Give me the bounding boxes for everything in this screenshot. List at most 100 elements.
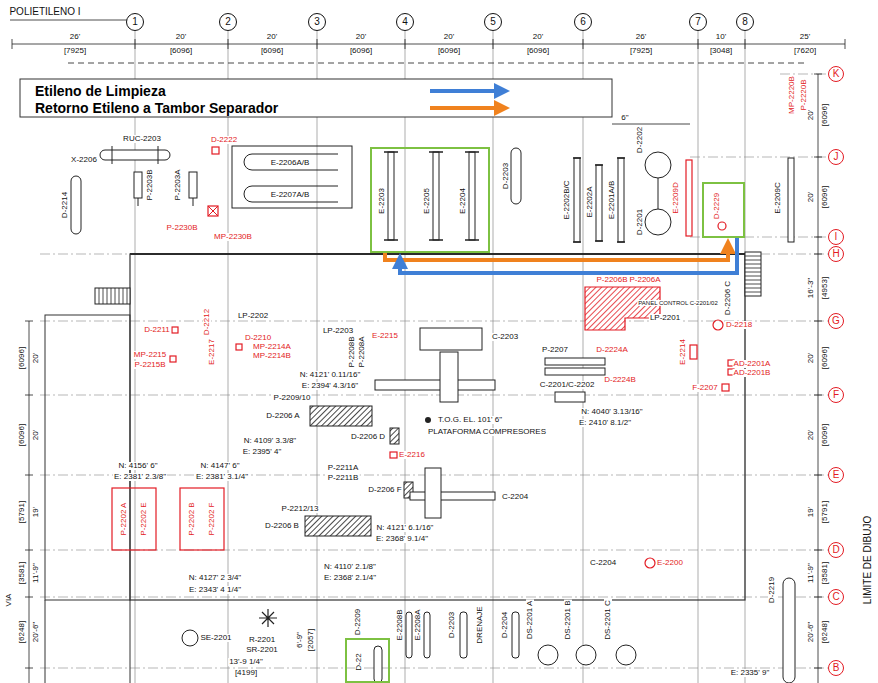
- dimension-text: [3048]: [709, 47, 733, 55]
- new-equipment-tag: E-2200: [656, 559, 684, 567]
- dimension-text: 26': [69, 33, 81, 41]
- equipment-tag: N: 4121' 6.1/16": [376, 524, 435, 532]
- dryer-symbol: [538, 645, 558, 665]
- grid-bubble: J: [828, 149, 844, 165]
- equipment-tag: E: 2368' 9.1/4": [375, 535, 429, 543]
- equipment-tag: P-2207: [541, 346, 569, 354]
- equipment-tag: D-2209: [354, 608, 362, 636]
- equipment-tag: P-2212/13: [281, 505, 320, 513]
- equipment-tag: D-2206 C: [724, 280, 732, 316]
- dimension-text: 20': [532, 33, 544, 41]
- grid-bubble: 3: [308, 13, 326, 31]
- grid-bubble: 8: [736, 13, 754, 31]
- equipment-tag: N: 4127' 2 3/4": [188, 574, 242, 582]
- equipment-tag: E-2205: [423, 187, 431, 215]
- new-equipment-tag: P-2206A: [628, 276, 661, 284]
- new-equipment-tag: P-2202 E: [140, 501, 148, 536]
- exchanger-symbol: [788, 158, 794, 242]
- dimension-text: 20': [355, 33, 367, 41]
- equipment-tag: E: 2343' 4 1/4": [188, 586, 242, 594]
- vessel-symbol: [460, 612, 467, 658]
- compressor-body: [555, 392, 585, 402]
- equipment-tag: X-2206: [70, 156, 98, 164]
- equipment-tag: D-2202: [636, 126, 644, 154]
- dimension-text: 19': [807, 506, 815, 518]
- legend-arrow: [430, 106, 494, 110]
- compressor-cylinder: [440, 352, 458, 402]
- equipment-tag: D-2206 B: [264, 522, 300, 530]
- equipment-tag: E-2209C: [774, 181, 782, 215]
- new-equipment-symbol: [170, 356, 176, 362]
- dimension-text: 19': [32, 506, 40, 518]
- dimension-text: 20': [266, 33, 278, 41]
- dimension-text: 20': [807, 429, 815, 441]
- dimension-text: 20': [443, 33, 455, 41]
- new-exchanger-symbol: [690, 345, 697, 359]
- dimension-text: [6096]: [349, 47, 373, 55]
- equipment-tag: R-2201: [248, 636, 276, 644]
- stair-symbol: [95, 288, 130, 304]
- dimension-text: [6096]: [821, 346, 829, 370]
- exchanger-symbol: [596, 165, 602, 241]
- exchanger-symbol: [469, 152, 475, 240]
- equipment-tag: D-2203: [448, 611, 456, 639]
- equipment-tag: P-2203A: [174, 168, 182, 201]
- drum-symbol: [645, 152, 671, 178]
- grid-id: 3: [314, 17, 320, 27]
- equipment-tag: DS-2201 A: [526, 600, 534, 641]
- flow-arrow: [385, 253, 728, 260]
- drum-link: [658, 178, 659, 209]
- grid-id: 7: [695, 17, 701, 27]
- equipment-tag: T.O.G. EL. 101' 6": [437, 416, 503, 424]
- grid-id: H: [832, 249, 839, 259]
- legend-arrow: [430, 89, 494, 93]
- equipment-tag: D-2203: [502, 162, 510, 190]
- grid-id: C: [832, 592, 839, 602]
- dryer-symbol: [616, 645, 636, 665]
- dimension-text: 20': [175, 33, 187, 41]
- dimension-text: [3581]: [821, 561, 829, 585]
- equipment-tag: N: 4110' 2.1/8": [323, 563, 377, 571]
- equipment-tag: E: 2410' 8.1/2": [578, 419, 632, 427]
- grid-bubble: B: [828, 660, 844, 676]
- dimension-text: [3581]: [18, 561, 26, 585]
- dimension-text: [5791]: [18, 500, 26, 524]
- equipment-tag: E-2204: [459, 187, 467, 215]
- exchanger-area: [232, 146, 352, 208]
- new-equipment-tag: P-2215B: [133, 361, 166, 369]
- grid-id: 4: [402, 17, 408, 27]
- equipment-tag: C-2203: [491, 333, 519, 341]
- new-equipment-tag: D-2218: [725, 321, 753, 329]
- equipment-tag: LP-2203: [322, 327, 354, 335]
- new-pump-box: [112, 488, 156, 550]
- equipment-tag: DS-2201 B: [564, 599, 572, 640]
- exchanger-flange: [573, 158, 625, 242]
- equipment-tag: PLATAFORMA COMPRESORES: [427, 428, 547, 436]
- stair-steps: [99, 288, 127, 304]
- dimension-text: [6096]: [821, 103, 829, 127]
- equipment-tag: RUC-2203: [122, 135, 162, 143]
- equipment-tag: P-2208B: [348, 335, 356, 368]
- grid-id: B: [833, 663, 840, 673]
- compressor-cylinder: [425, 468, 441, 518]
- dimension-text: 20': [32, 352, 40, 364]
- vessel-symbol: [100, 150, 170, 160]
- grid-id: E: [833, 470, 840, 480]
- equipment-tag: 13'-9 1/4": [228, 658, 264, 666]
- equipment-tag: D-2219: [768, 576, 776, 604]
- equipment-tag: PANEL CONTROL C-2201/02: [637, 300, 718, 306]
- dryer-symbol: [576, 645, 596, 665]
- exchanger-symbol: [388, 152, 394, 240]
- dimension-text: 20'-6": [32, 621, 40, 643]
- equipment-tag: D-2204: [501, 611, 509, 639]
- grid-bubble: G: [828, 313, 844, 329]
- equipment-tag: E: 2335' 9": [730, 669, 771, 677]
- equipment-tag: D-2206 A: [265, 412, 300, 420]
- equipment-tag: DRENAJE: [476, 605, 484, 644]
- elevation-mark: [425, 417, 431, 423]
- equipment-tag: N: 4121' 0.11/16": [299, 371, 362, 379]
- equipment-tag: 6": [620, 114, 629, 122]
- vessel-symbol: [424, 612, 430, 658]
- dimension-text: [6248]: [821, 620, 829, 644]
- new-equipment-symbol: [236, 344, 242, 350]
